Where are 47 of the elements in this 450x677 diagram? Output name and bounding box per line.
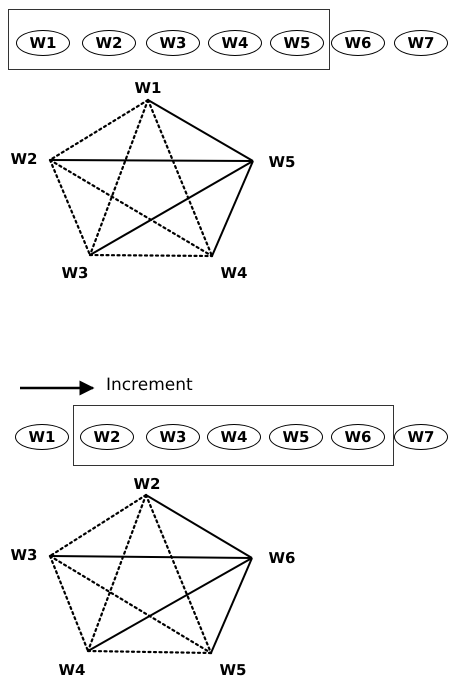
dotted-edge	[48, 554, 212, 654]
dotted-edge	[86, 494, 148, 652]
vertex-label: W4	[58, 651, 88, 677]
word-ellipse: W2	[82, 30, 136, 56]
word-ellipse: W4	[207, 424, 261, 450]
edge-line	[90, 160, 254, 256]
word-ellipse: W2	[80, 424, 134, 450]
word-ellipse: W1	[15, 424, 69, 450]
dotted-edge	[146, 98, 214, 258]
word-ellipse: W5	[269, 424, 323, 450]
window-frame	[8, 9, 330, 70]
edge-line	[211, 160, 254, 256]
window-frame	[73, 405, 394, 466]
dotted-edge	[88, 254, 214, 258]
word-ellipse: W3	[146, 424, 200, 450]
word-ellipse: W4	[208, 30, 262, 56]
edge-line	[88, 557, 252, 652]
word-ellipse: W5	[270, 30, 324, 56]
word-ellipse: W7	[394, 424, 448, 450]
dotted-edge	[48, 98, 150, 162]
dotted-edge	[48, 494, 148, 558]
edge-line	[50, 555, 252, 559]
edge-line	[145, 494, 253, 559]
word-ellipse: W1	[16, 30, 70, 56]
dotted-edge	[48, 158, 214, 258]
vertex-label: W2	[133, 476, 161, 495]
dotted-edge	[48, 158, 92, 256]
vertex-label: W1	[134, 80, 162, 100]
edge-line	[148, 99, 254, 162]
vertex-label: W5	[253, 154, 296, 170]
vertex-label: W3	[61, 255, 90, 281]
vertex-label: W5	[211, 653, 247, 677]
dotted-edge	[48, 554, 90, 652]
edge-line	[210, 558, 253, 654]
vertex-label: W2	[10, 151, 50, 167]
word-ellipse: W3	[146, 30, 200, 56]
word-ellipse: W6	[331, 424, 385, 450]
vertex-label: W3	[10, 547, 50, 563]
dotted-edge	[86, 650, 212, 654]
word-ellipse: W6	[331, 30, 385, 56]
dotted-edge	[144, 494, 212, 654]
vertex-label: W4	[212, 256, 248, 281]
direction-label: Increment	[106, 375, 193, 395]
edge-line	[50, 159, 253, 162]
vertex-label: W6	[252, 550, 296, 566]
dotted-edge	[88, 98, 150, 256]
word-ellipse: W7	[394, 30, 448, 56]
